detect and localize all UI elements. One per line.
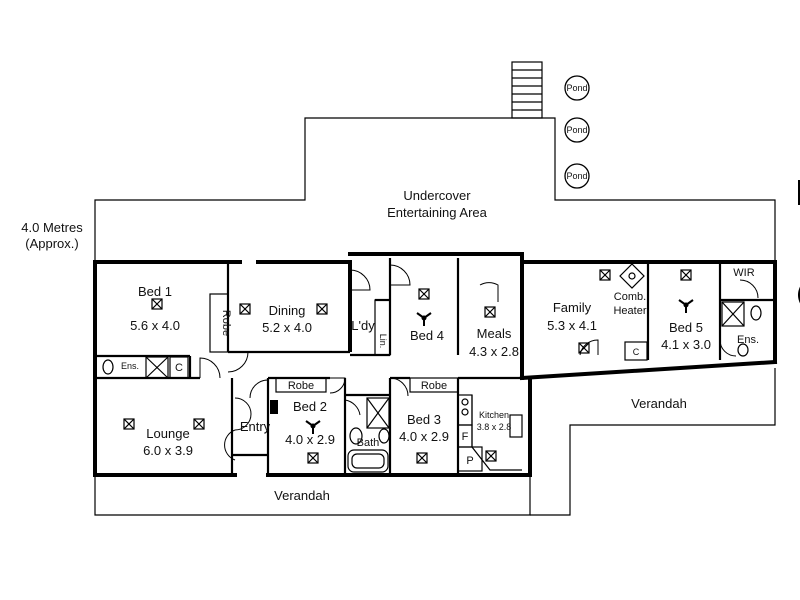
bed2-dims: 4.0 x 2.9 [285, 432, 335, 447]
exterior-walls [93, 252, 778, 477]
family-dims: 5.3 x 4.1 [547, 318, 597, 333]
robe-bed2-label: Robe [288, 380, 314, 392]
deck-steps [511, 61, 543, 119]
entry-meter [270, 400, 278, 414]
bed3-name: Bed 3 [407, 412, 441, 427]
linen-outline [374, 299, 391, 356]
heater-label-1: Comb. [614, 291, 646, 303]
ens-bed1-name: Ens. [121, 361, 139, 371]
robe-bed3-outline [409, 377, 459, 393]
dining-name: Dining [269, 303, 306, 318]
entertaining-label-1: Undercover [403, 188, 471, 203]
bed1-name: Bed 1 [138, 284, 172, 299]
light-fixtures [123, 269, 692, 464]
bed5-name: Bed 5 [669, 320, 703, 335]
ceiling-fans [305, 299, 694, 434]
heater-label-2: Heater [613, 305, 646, 317]
bed2-name: Bed 2 [293, 399, 327, 414]
bed4-name: Bed 4 [410, 328, 444, 343]
pantry-label: P [466, 455, 473, 467]
verandah-front-label: Verandah [274, 488, 330, 503]
edge-mark-2 [798, 286, 800, 304]
pond-1: Pond [564, 75, 590, 101]
bed1-dims: 5.6 x 4.0 [130, 318, 180, 333]
meals-name: Meals [477, 326, 512, 341]
pond-3: Pond [564, 163, 590, 189]
robe-bed1-outline [209, 293, 229, 353]
verandah-side-label: Verandah [631, 396, 687, 411]
kitchen-fixtures [457, 394, 523, 472]
bed5-dims: 4.1 x 3.0 [661, 337, 711, 352]
wir-name: WIR [733, 267, 754, 279]
scale-note-line1: 4.0 Metres [21, 220, 83, 235]
laundry-name: L'dy [351, 318, 375, 333]
doors [199, 264, 759, 461]
ens-bed1-fixtures [102, 356, 189, 379]
bed3-dims: 4.0 x 2.9 [399, 429, 449, 444]
robe-bed3-label: Robe [421, 380, 447, 392]
kitchen-name: Kitchen [479, 410, 509, 420]
cupboard-a-label: C [175, 362, 183, 374]
lounge-name: Lounge [146, 426, 189, 441]
svg-text:Pond: Pond [566, 83, 587, 93]
svg-text:Pond: Pond [566, 125, 587, 135]
entertaining-label-2: Entertaining Area [387, 205, 488, 220]
scale-note-line2: (Approx.) [25, 236, 78, 251]
svg-text:Pond: Pond [566, 171, 587, 181]
entertaining-area-outline [94, 117, 776, 262]
cupboard-b-label: C [633, 347, 640, 357]
heater-icon [619, 263, 645, 289]
entry-name: Entry [240, 419, 271, 434]
dining-dims: 5.2 x 4.0 [262, 320, 312, 335]
kitchen-dims: 3.8 x 2.8 [477, 422, 512, 432]
meals-dims: 4.3 x 2.8 [469, 344, 519, 359]
fridge-label: F [462, 431, 469, 443]
bath-fixtures [347, 397, 390, 473]
linen-name: Lin. [378, 334, 388, 349]
ens-bed5-fixtures [721, 301, 762, 357]
robe-bed2-outline [275, 377, 327, 393]
lounge-dims: 6.0 x 3.9 [143, 443, 193, 458]
pond-2: Pond [564, 117, 590, 143]
family-name: Family [553, 300, 592, 315]
cupboard-family [624, 341, 648, 361]
front-verandah-outline [94, 475, 531, 516]
ens-bed5-name: Ens. [737, 334, 759, 346]
bath-name: Bath [357, 437, 380, 449]
robe-bed1-label: Robe [220, 310, 232, 336]
side-verandah-outline [530, 368, 776, 516]
